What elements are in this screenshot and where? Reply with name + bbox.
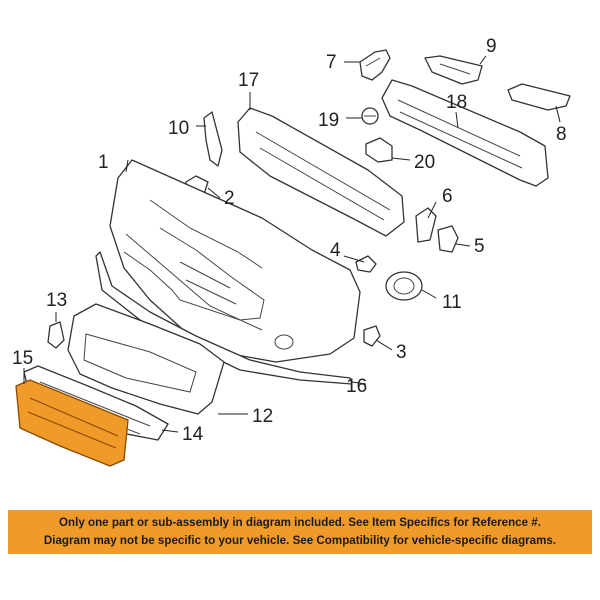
callout-18: 18 (446, 92, 467, 113)
part-13-cap (47, 321, 65, 349)
callout-12: 12 (252, 406, 273, 427)
callout-16: 16 (346, 376, 367, 397)
callout-8: 8 (556, 124, 567, 145)
part-6-bracket (415, 207, 437, 243)
callout-13: 13 (46, 290, 67, 311)
part-4-clip (355, 255, 377, 273)
part-18-impact-bar (381, 79, 549, 187)
part-3-bolt (363, 325, 381, 347)
callouts: 1 2 3 4 5 6 7 8 9 10 11 12 13 14 15 16 1… (12, 36, 567, 445)
notice-line-2: Diagram may not be specific to your vehi… (43, 534, 557, 547)
callout-10: 10 (168, 118, 189, 139)
part-12-lower-valance (67, 303, 225, 415)
callout-11: 11 (442, 292, 462, 313)
callout-2: 2 (224, 188, 235, 209)
callout-6: 6 (442, 186, 453, 207)
leader-lines (23, 55, 561, 433)
part-8-bracket (507, 83, 571, 111)
notice-line-1: Only one part or sub-assembly in diagram… (59, 516, 541, 529)
callout-19: 19 (318, 110, 339, 131)
callout-17: 17 (238, 70, 259, 91)
callout-7: 7 (326, 52, 337, 73)
part-7-bracket (359, 49, 391, 81)
callout-4: 4 (330, 240, 341, 261)
part-10-bracket (203, 111, 223, 167)
part-19-bolt (361, 107, 379, 125)
part-5-bracket (437, 225, 459, 253)
callout-3: 3 (396, 342, 407, 363)
callout-1: 1 (98, 152, 109, 173)
callout-15: 15 (12, 348, 33, 369)
notice-banner: Only one part or sub-assembly in diagram… (8, 510, 592, 554)
callout-9: 9 (486, 36, 497, 57)
part-15-highlighted-grille (15, 379, 129, 467)
part-20-fastener (365, 137, 393, 163)
part-1-bumper-cover (109, 159, 361, 363)
callout-20: 20 (414, 152, 435, 173)
part-11-bezel (385, 271, 423, 301)
part-17-absorber (237, 107, 405, 237)
callout-14: 14 (182, 424, 204, 445)
callout-5: 5 (474, 236, 485, 257)
part-9-bracket (424, 55, 483, 85)
